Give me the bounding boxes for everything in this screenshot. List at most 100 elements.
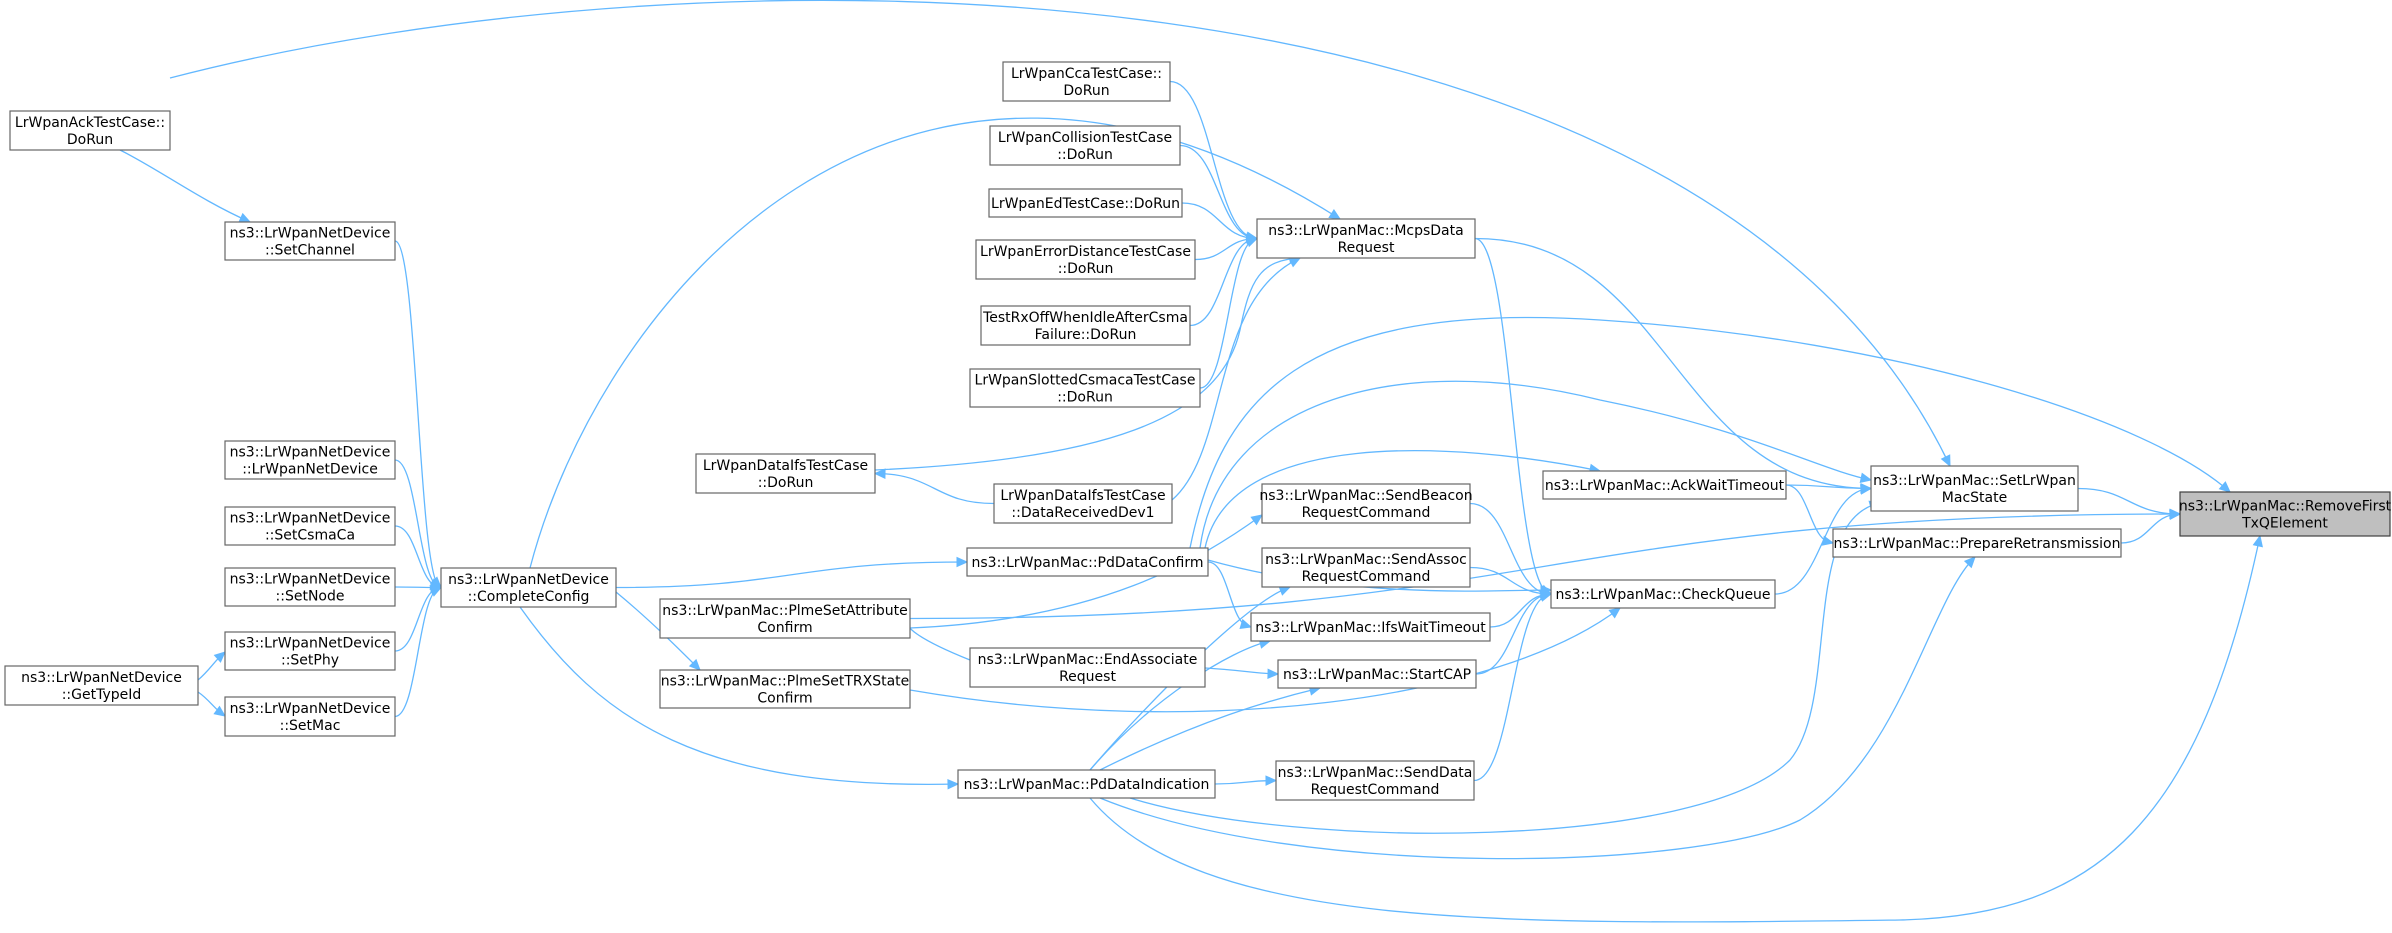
node-label: LrWpanCcaTestCase:: (1011, 66, 1162, 82)
arrowhead-ifsrecv-to-mcps (1288, 257, 1302, 268)
node-label: ns3::LrWpanMac::RemoveFirst (2179, 499, 2392, 515)
edges (119, 0, 2263, 923)
edge-plmeattr-to-sendbeacon (909, 514, 1263, 629)
node-label: RequestCommand (1311, 782, 1440, 798)
node-label: ns3::LrWpanMac::PdDataConfirm (972, 555, 1204, 571)
node-ackrun[interactable]: LrWpanAckTestCase::DoRun (9, 110, 171, 151)
node-box (659, 669, 911, 709)
node-label: ns3::LrWpanMac::EndAssociate (978, 652, 1198, 668)
node-ifswait[interactable]: ns3::LrWpanMac::IfsWaitTimeout (1250, 612, 1491, 642)
node-box (1542, 470, 1787, 500)
node-box (1275, 760, 1475, 801)
node-label: ::SetChannel (265, 243, 355, 259)
node-label: ns3::LrWpanMac::AckWaitTimeout (1545, 478, 1785, 494)
node-box (969, 647, 1206, 688)
node-cca[interactable]: LrWpanCcaTestCase::DoRun (1002, 61, 1171, 102)
edge-pddataind-to-prepare (1099, 556, 1976, 860)
node-box (224, 631, 396, 671)
node-box (1261, 547, 1471, 588)
node-box (4, 665, 199, 706)
arrowhead-ackrun-to-setchannel (238, 212, 252, 223)
node-prepare[interactable]: ns3::LrWpanMac::PrepareRetransmission (1832, 528, 2122, 558)
node-label: MacState (1942, 490, 2007, 506)
node-box (1002, 61, 1171, 102)
edge-pddataind-to-startcap (1099, 687, 1321, 771)
node-label: Confirm (757, 691, 812, 707)
node-ifsrecv[interactable]: LrWpanDataIfsTestCase::DataReceivedDev1 (993, 483, 1173, 524)
node-box (695, 453, 876, 494)
edge-ifsrecv-to-mcps (1171, 257, 1301, 501)
node-label: ns3::LrWpanMac::SendBeacon (1259, 488, 1472, 504)
edge-pddataconfirm-to-ackwait (1204, 450, 1601, 549)
node-label: ::DoRun (1058, 261, 1114, 277)
node-label: ns3::LrWpanMac::PlmeSetAttribute (662, 603, 907, 619)
node-ed[interactable]: LrWpanEdTestCase::DoRun (988, 188, 1183, 218)
arrowhead-plmeattr-to-remove (2169, 508, 2182, 520)
node-box (969, 368, 1201, 408)
node-label: ns3::LrWpanMac::SendAssoc (1265, 552, 1467, 568)
arrowhead-gettypeid-to-setmac (213, 705, 226, 717)
node-label: ns3::LrWpanMac::StartCAP (1283, 667, 1471, 683)
edge-slotted-to-mcps (1199, 237, 1258, 389)
arrowhead-pddataconfirm-to-ifswait (1239, 618, 1253, 630)
node-setmac[interactable]: ns3::LrWpanNetDevice::SetMac (224, 696, 396, 737)
nodes: ns3::LrWpanMac::RemoveFirstTxQElementns3… (4, 61, 2392, 801)
node-box (659, 598, 911, 639)
edge-complete-to-mcps (529, 117, 1341, 569)
node-label: DoRun (67, 132, 113, 148)
edge-setstate-to-remove (2077, 487, 2181, 515)
edge-pddataconfirm-to-ifswait (1207, 561, 1252, 628)
node-ackwait[interactable]: ns3::LrWpanMac::AckWaitTimeout (1542, 470, 1787, 500)
node-box (993, 483, 1173, 524)
node-label: ::DoRun (1057, 147, 1113, 163)
arrowhead-slotted-to-mcps (1245, 237, 1259, 248)
node-setnode[interactable]: ns3::LrWpanNetDevice::SetNode (224, 567, 396, 607)
arrowhead-mcps-to-setstate (1860, 483, 1873, 494)
node-label: ns3::LrWpanMac::PdDataIndication (964, 777, 1210, 793)
node-setchannel[interactable]: ns3::LrWpanNetDevice::SetChannel (224, 221, 396, 261)
node-collision[interactable]: LrWpanCollisionTestCase::DoRun (989, 125, 1181, 166)
edge-pddataconfirm-to-setstate (1199, 380, 1872, 549)
node-label: LrWpanAckTestCase:: (15, 115, 165, 131)
node-box (224, 696, 396, 737)
node-box (980, 305, 1191, 346)
node-pddataind[interactable]: ns3::LrWpanMac::PdDataIndication (957, 769, 1216, 799)
node-setphy[interactable]: ns3::LrWpanNetDevice::SetPhy (224, 631, 396, 671)
node-label: RequestCommand (1302, 569, 1431, 585)
node-label: ns3::LrWpanNetDevice (230, 636, 391, 652)
node-pddataconfirm[interactable]: ns3::LrWpanMac::PdDataConfirm (966, 547, 1209, 577)
node-label: ::SetCsmaCa (265, 528, 355, 544)
node-startcap[interactable]: ns3::LrWpanMac::StartCAP (1277, 659, 1477, 689)
edge-ifsrecv-to-ifsrun (874, 472, 995, 505)
node-box (966, 547, 1209, 577)
node-checkqueue[interactable]: ns3::LrWpanMac::CheckQueue (1550, 579, 1776, 609)
edge-mcps-to-setstate (1474, 237, 1872, 490)
edge-endassoc-to-startcap (1204, 667, 1279, 675)
node-box (9, 110, 171, 151)
arrowhead-pddataconfirm-to-checkqueue (1540, 584, 1553, 596)
edge-ackrun-to-setstate (169, 0, 1951, 467)
node-ifsrun[interactable]: LrWpanDataIfsTestCase::DoRun (695, 453, 876, 494)
arrowhead-ifsrecv-to-ifsrun (873, 468, 886, 479)
arrowhead-plmetrx-to-checkqueue (1608, 607, 1621, 619)
edge-collision-to-mcps (1179, 144, 1258, 240)
edge-ctor-to-complete (394, 459, 442, 589)
node-gettypeid[interactable]: ns3::LrWpanNetDevice::GetTypeId (4, 665, 199, 706)
node-errdist[interactable]: LrWpanErrorDistanceTestCase::DoRun (975, 239, 1196, 280)
node-label: ns3::LrWpanMac::McpsData (1268, 223, 1463, 239)
node-ctor[interactable]: ns3::LrWpanNetDevice::LrWpanNetDevice (224, 440, 396, 480)
node-slotted[interactable]: LrWpanSlottedCsmacaTestCase::DoRun (969, 368, 1201, 408)
node-complete[interactable]: ns3::LrWpanNetDevice::CompleteConfig (440, 567, 617, 608)
edge-ackrun-to-setchannel (119, 149, 251, 223)
node-setcsma[interactable]: ns3::LrWpanNetDevice::SetCsmaCa (224, 506, 396, 546)
